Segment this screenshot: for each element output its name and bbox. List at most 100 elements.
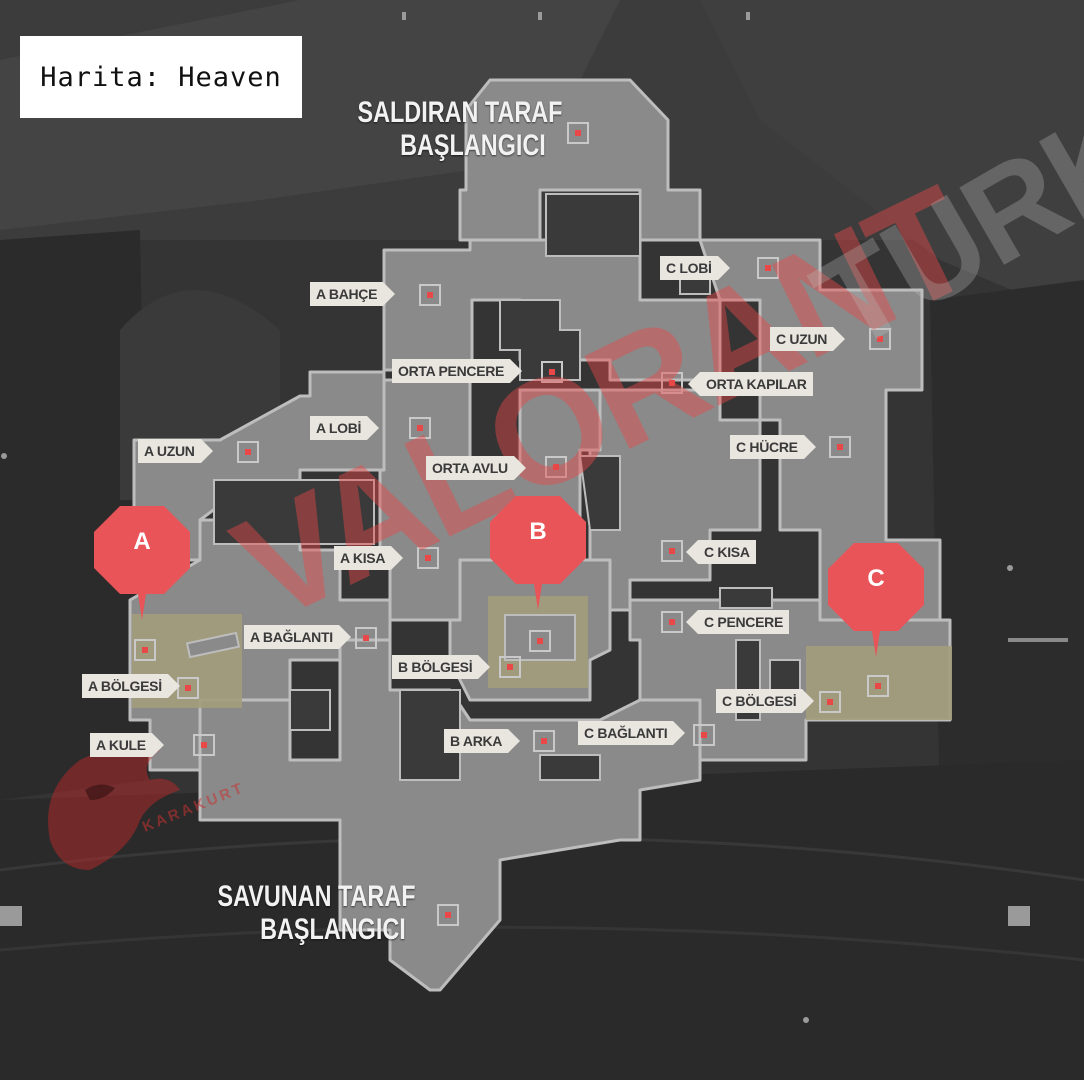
location-marker-frame: [545, 456, 567, 478]
location-marker-dot: [185, 685, 191, 691]
defender-spawn-line-1: SAVUNAN TARAF: [217, 880, 416, 913]
location-marker-frame: [869, 328, 891, 350]
callout-a-kule: A KULE: [90, 733, 164, 757]
location-marker-dot: [877, 336, 883, 342]
site-marker-a: A: [90, 502, 194, 622]
callout-a-lobi: A LOBİ: [310, 416, 380, 440]
defender-spawn-line-2: BAŞLANGICI: [260, 913, 406, 946]
location-marker-dot: [875, 683, 881, 689]
location-marker-dot: [537, 638, 543, 644]
location-marker-dot: [417, 425, 423, 431]
location-marker-frame: [409, 417, 431, 439]
site-letter-b: B: [529, 518, 547, 545]
callout-c-hucre: C HÜCRE: [730, 435, 816, 459]
location-marker-frame: [193, 734, 215, 756]
callout-a-baglanti: A BAĞLANTI: [244, 625, 351, 649]
callout-label: A BAĞLANTI: [244, 625, 339, 649]
site-letter-a: A: [133, 528, 151, 555]
location-marker-frame: [661, 540, 683, 562]
callout-label: C BÖLGESİ: [716, 689, 803, 713]
attacker-spawn-line-2: BAŞLANGICI: [400, 129, 546, 162]
callout-a-bolgesi: A BÖLGESİ: [82, 674, 180, 698]
callout-label: C LOBİ: [660, 256, 718, 280]
location-marker-frame: [867, 675, 889, 697]
location-marker-dot: [669, 548, 675, 554]
location-marker-frame: [693, 724, 715, 746]
location-marker-dot: [669, 619, 675, 625]
callout-c-kisa: C KISA: [686, 540, 756, 564]
callout-a-bahce: A BAHÇE: [310, 282, 396, 306]
location-marker-frame: [541, 361, 563, 383]
callout-label: A KULE: [90, 733, 152, 757]
location-marker-dot: [507, 664, 513, 670]
callout-label: ORTA KAPILAR: [700, 372, 813, 396]
callout-a-kisa: A KISA: [334, 546, 404, 570]
location-marker-frame: [134, 639, 156, 661]
callout-label: C PENCERE: [698, 610, 789, 634]
site-marker-c: C: [824, 539, 928, 659]
location-marker-frame: [417, 547, 439, 569]
callout-c-lobi: C LOBİ: [660, 256, 730, 280]
location-marker-frame: [661, 372, 683, 394]
callout-a-uzun: A UZUN: [138, 439, 213, 463]
location-marker-frame: [757, 257, 779, 279]
callout-b-bolgesi: B BÖLGESİ: [392, 655, 491, 679]
callout-c-pencere: C PENCERE: [686, 610, 789, 634]
location-marker-dot: [553, 464, 559, 470]
location-marker-frame: [567, 122, 589, 144]
location-marker-dot: [445, 912, 451, 918]
location-marker-dot: [701, 732, 707, 738]
location-marker-frame: [819, 691, 841, 713]
location-marker-frame: [529, 630, 551, 652]
map-title: Harita: Heaven: [40, 61, 282, 93]
callout-label: ORTA PENCERE: [392, 359, 511, 383]
location-marker-dot: [245, 449, 251, 455]
karakurt-logo: [48, 746, 180, 870]
location-marker-dot: [363, 635, 369, 641]
callout-c-uzun: C UZUN: [770, 327, 846, 351]
location-marker-frame: [661, 611, 683, 633]
location-marker-dot: [765, 265, 771, 271]
callout-c-bolgesi: C BÖLGESİ: [716, 689, 815, 713]
location-marker-dot: [425, 555, 431, 561]
c-short-area: [588, 388, 762, 612]
location-marker-frame: [829, 436, 851, 458]
location-marker-dot: [575, 130, 581, 136]
location-marker-dot: [837, 444, 843, 450]
attacker-spawn-line-1: SALDIRAN TARAF: [357, 96, 563, 129]
location-marker-dot: [669, 380, 675, 386]
callout-label: A LOBİ: [310, 416, 368, 440]
site-marker-b: B: [486, 492, 590, 612]
callout-c-baglanti: C BAĞLANTI: [578, 721, 686, 745]
location-marker-dot: [427, 292, 433, 298]
location-marker-dot: [541, 738, 547, 744]
callout-label: ORTA AVLU: [426, 456, 514, 480]
callout-label: A UZUN: [138, 439, 201, 463]
callout-label: C BAĞLANTI: [578, 721, 674, 745]
map-title-box: Harita: Heaven: [20, 36, 302, 118]
callout-b-arka: B ARKA: [444, 729, 521, 753]
callout-label: A KISA: [334, 546, 392, 570]
site-letter-c: C: [867, 565, 885, 592]
callout-label: B ARKA: [444, 729, 509, 753]
callout-label: A BAHÇE: [310, 282, 384, 306]
location-marker-dot: [142, 647, 148, 653]
location-marker-frame: [533, 730, 555, 752]
location-marker-frame: [237, 441, 259, 463]
callout-label: B BÖLGESİ: [392, 655, 479, 679]
location-marker-dot: [827, 699, 833, 705]
location-marker-frame: [355, 627, 377, 649]
location-marker-dot: [549, 369, 555, 375]
attacker-spawn-label: SALDIRAN TARAF BAŞLANGICI: [357, 96, 563, 162]
callout-orta-kapilar: ORTA KAPILAR: [688, 372, 813, 396]
defender-spawn-label: SAVUNAN TARAF BAŞLANGICI: [217, 880, 416, 946]
callout-label: C KISA: [698, 540, 756, 564]
callout-label: C UZUN: [770, 327, 834, 351]
callout-label: C HÜCRE: [730, 435, 804, 459]
location-marker-frame: [499, 656, 521, 678]
callout-label: A BÖLGESİ: [82, 674, 168, 698]
location-marker-frame: [419, 284, 441, 306]
callout-orta-avlu: ORTA AVLU: [426, 456, 526, 480]
location-marker-frame: [437, 904, 459, 926]
